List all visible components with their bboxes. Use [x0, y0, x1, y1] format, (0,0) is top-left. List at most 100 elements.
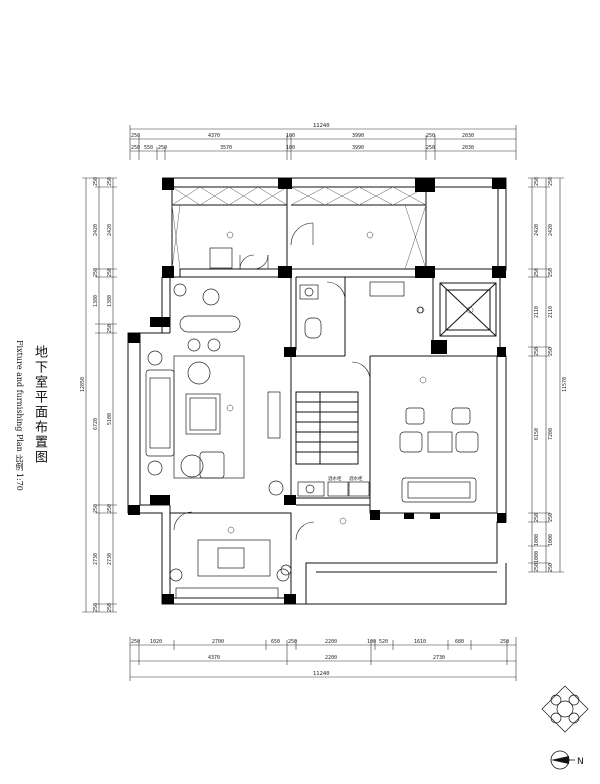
dim-label: 2420 [548, 224, 554, 236]
dim-label: 2420 [534, 224, 540, 236]
dim-label: 1000 [534, 551, 540, 563]
top-row2-dims: 250 550 250 3570 100 3990 250 2030 [131, 145, 474, 151]
bottom-row1-dims: 250 1020 2700 650 250 2200 100 520 1610 … [131, 639, 509, 645]
dining-table [427, 431, 453, 453]
dim-label: 250 [107, 603, 113, 612]
dim-label: 250 [131, 145, 140, 151]
dim-label: 2420 [107, 224, 113, 236]
dim-label: 520 [379, 639, 388, 645]
dim-label: 250 [548, 513, 554, 522]
dim-label: 250 [93, 504, 99, 513]
dim-label: 100 [367, 639, 376, 645]
dim-label: 250 [548, 177, 554, 186]
dim-label: 250 [534, 347, 540, 356]
dim-label: 100 [286, 145, 295, 151]
dim-label: 4370 [208, 655, 220, 661]
dim-label: 2200 [325, 655, 337, 661]
right-mid-dims: 250 2420 250 2110 250 7200 250 1000 250 [548, 177, 554, 572]
dim-label: 680 [455, 639, 464, 645]
dim-label: 250 [93, 603, 99, 612]
top-total-dim: 11240 [313, 123, 330, 129]
dim-label: 250 [107, 177, 113, 186]
right-outer-dim: 11570 [562, 377, 568, 392]
dim-label: 1000 [534, 534, 540, 546]
dim-label: 2700 [212, 639, 224, 645]
dim-label: 250 [131, 133, 140, 139]
bottom-row2-dims: 4370 2200 2730 [208, 655, 445, 661]
coffee-table [185, 393, 221, 435]
dim-label: 250 [288, 639, 297, 645]
dim-label: 650 [271, 639, 280, 645]
left-outer-dim: 12850 [80, 377, 86, 392]
bottom-total-dim: 11240 [313, 671, 330, 677]
dim-label: 250 [500, 639, 509, 645]
compass-rose [541, 685, 589, 733]
structural-columns [128, 178, 506, 604]
dim-label: 250 [548, 347, 554, 356]
dim-label: 250 [93, 177, 99, 186]
dim-label: 250 [131, 639, 140, 645]
top-row1-dims: 250 4370 100 3990 250 2030 [131, 133, 474, 139]
dim-label: 2110 [548, 306, 554, 318]
dim-label: 4370 [208, 133, 220, 139]
wine-cabinet-label-b: 酒水柜 [349, 475, 363, 482]
dim-label: 1380 [93, 295, 99, 307]
north-label: N [577, 757, 584, 767]
dim-label: 2730 [107, 553, 113, 565]
dim-label: 250 [426, 145, 435, 151]
dim-label: 250 [534, 177, 540, 186]
dim-label: 250 [107, 504, 113, 513]
rug-living [173, 355, 245, 479]
dim-label: 1380 [107, 295, 113, 307]
dim-label: 100 [286, 133, 295, 139]
dim-label: 7200 [548, 428, 554, 440]
dim-label: 250 [534, 563, 540, 572]
dim-label: 250 [107, 268, 113, 277]
drawing-title: 地下室平面布置图 [32, 345, 47, 465]
furniture [145, 247, 479, 599]
right-dimensions [528, 177, 564, 573]
dim-label: 250 [548, 563, 554, 572]
top-dimensions [129, 125, 517, 160]
dim-label: 6150 [534, 428, 540, 440]
dim-label: 250 [426, 133, 435, 139]
north-arrow-icon [550, 750, 575, 770]
dim-label: 250 [93, 268, 99, 277]
dim-label: 2110 [534, 306, 540, 318]
armchair-bottom [180, 454, 204, 478]
dim-label: 1020 [150, 639, 162, 645]
dim-label: 2420 [93, 224, 99, 236]
dim-label: 6720 [93, 418, 99, 430]
dim-label: 2030 [462, 133, 474, 139]
lower-rug [197, 539, 271, 577]
dim-label: 2730 [93, 553, 99, 565]
dim-label: 550 [144, 145, 153, 151]
wine-cabinet-label-a: 酒水柜 [328, 475, 342, 482]
dim-label: 3570 [220, 145, 232, 151]
door-swings [173, 222, 371, 541]
dim-label: 2730 [433, 655, 445, 661]
dim-label: 2200 [325, 639, 337, 645]
left-inner-dims: 250 2420 250 1380 250 5100 250 2730 250 [107, 177, 113, 612]
dim-label: 250 [534, 268, 540, 277]
tv-cabinet [267, 391, 281, 439]
dim-label: 1610 [414, 639, 426, 645]
dim-label: 250 [548, 268, 554, 277]
dim-label: 250 [107, 324, 113, 333]
drawing-subtitle: Fixture and furnishing Plan 比例 1:70 [15, 340, 24, 491]
room-tags [226, 231, 474, 534]
bar-counter [179, 315, 241, 333]
dim-label: 3990 [352, 145, 364, 151]
walls-outline [127, 177, 507, 605]
dim-label: 5100 [107, 413, 113, 425]
toilet [304, 317, 322, 339]
dim-label: 3990 [352, 133, 364, 139]
right-inner-dims: 250 2420 250 2110 250 6150 250 1000 1000… [534, 177, 540, 572]
dim-label: 250 [158, 145, 167, 151]
left-mid-dims: 250 2420 250 1380 6720 250 2730 250 [93, 177, 99, 612]
armchair-top [187, 361, 211, 385]
left-dimensions [82, 177, 117, 613]
sofa-right [401, 477, 477, 503]
dim-label: 1000 [548, 534, 554, 546]
